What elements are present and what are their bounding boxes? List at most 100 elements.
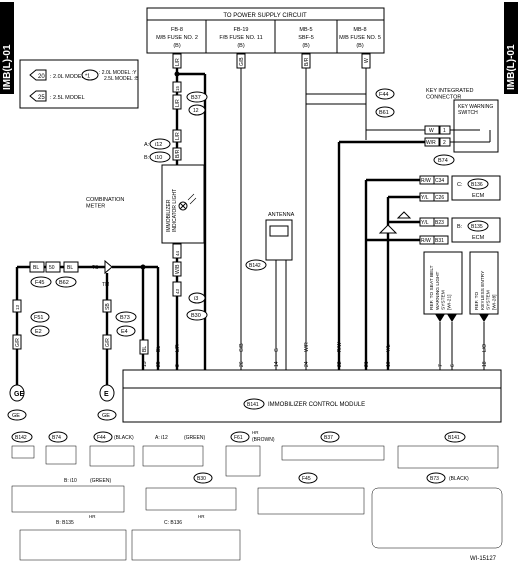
- pinout-B37: B37: [324, 435, 333, 441]
- pinout-F61-hr: HR: [252, 430, 259, 435]
- pinout-F44-color: (BLACK): [114, 435, 134, 441]
- conn-F45: F45: [35, 280, 44, 286]
- conn-TM: TM: [102, 282, 109, 288]
- pinout-F44: F44: [97, 435, 106, 441]
- pinout-F45: F45: [302, 476, 311, 482]
- ref-a: A:: [144, 142, 150, 148]
- pinout-F61: F61: [234, 435, 243, 441]
- pinout-B135: B: B135: [56, 520, 74, 526]
- key-connector-label-line-1: CONNECTOR: [426, 95, 461, 101]
- fuse-2-pin: (B): [237, 43, 245, 49]
- pinout-F61-color: (BROWN): [252, 437, 275, 443]
- wire-bl-1: BL: [33, 265, 39, 271]
- conn-B30: B30: [191, 313, 201, 319]
- fuse-1-desc: M/B FUSE NO. 2: [156, 35, 198, 41]
- pin-43: 43: [175, 288, 180, 294]
- fuse-4-desc: M/B FUSE NO. 5: [339, 35, 381, 41]
- wire-gb-1: G/B: [239, 57, 245, 66]
- legend-star1-text-b: 2.5L MODEL :B: [104, 76, 139, 82]
- reference-boxes: REF. TO SEAT BELTWARNING LIGHTSYSTEM[WI-…: [423, 251, 499, 370]
- conn-i12: i12: [155, 142, 162, 148]
- mwire-g: G: [274, 348, 280, 352]
- mwire-lo: L/O: [482, 344, 488, 352]
- mpin-26: 26: [239, 361, 245, 367]
- fuse-4-id: MB-8: [353, 27, 366, 33]
- key-warning-label-line-1: SWITCH: [458, 110, 478, 116]
- ref-keyless: REF. TOKEYLESS ENTRYSYSTEM[WI-28]: [474, 270, 497, 310]
- pinout-i10-color: (GREEN): [90, 478, 111, 484]
- module-label: IMMOBILIZER CONTROL MODULE: [268, 402, 365, 408]
- conn-i10: i10: [155, 155, 162, 161]
- fuse-1-pin: (B): [173, 43, 181, 49]
- fuse-4-pin: (B): [356, 43, 364, 49]
- fuse-3-id: MB-5: [299, 27, 312, 33]
- wi-code: WI-15127: [470, 556, 497, 562]
- ref-seatbelt: REF. TO SEAT BELTWARNING LIGHTSYSTEM[WI-…: [429, 265, 452, 310]
- pinout-B73-color: (BLACK): [449, 476, 469, 482]
- legend-star1-tag: *1: [85, 74, 90, 80]
- mwire-rw: R/W: [337, 342, 343, 352]
- legend-star1-text-a: : 2.0L MODEL :Y: [99, 70, 137, 76]
- pinout-B142: B142: [15, 435, 27, 441]
- conn-B136-a: B136: [471, 182, 483, 188]
- wire-yl-1: Y/L: [421, 195, 429, 201]
- mpin-3: 3: [175, 364, 181, 367]
- mwire-wr: W/R: [304, 342, 310, 352]
- legend-model-25-text: : 2.5L MODEL: [50, 95, 85, 101]
- pinout-B136-hr: HR: [198, 514, 205, 519]
- mpin-25: 25: [156, 361, 162, 367]
- mpin-6: 6: [450, 364, 456, 367]
- ge-label-1: GE: [12, 413, 20, 419]
- conn-TS: TS: [92, 265, 99, 271]
- side-tab-right-label: IMB(L)-01: [506, 44, 517, 90]
- side-tab-left: IMB(L)-01: [0, 2, 14, 94]
- wire-wb-1: W/B: [175, 264, 181, 274]
- conn-B74: B74: [438, 158, 448, 164]
- pinout-B30: B30: [197, 476, 206, 482]
- conn-B62: B62: [59, 280, 69, 286]
- ref-seatbelt-line-2: SYSTEM: [441, 290, 447, 310]
- ecm-b-ref: B:: [457, 224, 463, 230]
- mwire-yl: Y/L: [386, 344, 392, 352]
- pin-44: 44: [175, 250, 180, 256]
- pinout-section: B142 B74 F44 (BLACK) A: i12 (GREEN) F61 …: [11, 430, 503, 562]
- ref-b: B:: [144, 155, 150, 161]
- power-title: TO POWER SUPPLY CIRCUIT: [223, 13, 307, 19]
- conn-B37: B37: [191, 95, 201, 101]
- ref-keyless-line-3: [WI-28]: [491, 295, 497, 310]
- conn-B141-main: B141: [247, 402, 259, 408]
- pinout-i10: B: i10: [64, 478, 77, 484]
- ge-label-2: GE: [102, 413, 110, 419]
- ecm-c-label: ECM: [472, 193, 485, 199]
- conn-F44: F44: [379, 92, 388, 98]
- wire-br-2: B/R: [175, 149, 181, 158]
- mpin-18: 18: [482, 361, 488, 367]
- mwire-bl-2: BL: [156, 346, 162, 352]
- pinout-B135-hr: HR: [89, 514, 96, 519]
- fuse-2-id: FB-19: [234, 27, 249, 33]
- mpin-22: 22: [337, 361, 343, 367]
- fuse-3-desc: SBF-5: [298, 35, 314, 41]
- antenna-label: ANTENNA: [268, 212, 295, 218]
- ref-seatbelt-line-1: WARNING LIGHT: [435, 271, 441, 310]
- immobilizer-module: B141 IMMOBILIZER CONTROL MODULE: [122, 369, 502, 423]
- wire-w-1: W: [364, 58, 370, 63]
- wire-w-2: W: [429, 128, 434, 134]
- mwire-lr: L/R: [175, 344, 181, 352]
- ground-circuits: BL 50 BL F45 B62 TS TM 13 F51 E2 G/R GE …: [7, 259, 160, 421]
- wire-lr-1: L/R: [175, 58, 181, 66]
- wire-gr-2: G/R: [105, 338, 111, 347]
- conn-B61: B61: [379, 110, 389, 116]
- wire-bl-2: BL: [67, 265, 73, 271]
- mpin-21: 21: [364, 361, 370, 367]
- pin-c26: C26: [435, 195, 444, 201]
- ref-keyless-line-1: KEYLESS ENTRY: [480, 270, 486, 310]
- combination-meter-group: B37 12 15 L/R L/R i12 A: i10 B: B/R IMMO…: [86, 71, 208, 370]
- conn-E4: E4: [121, 329, 128, 335]
- pinout-B141: B141: [448, 435, 460, 441]
- pin-1: 1: [443, 128, 446, 134]
